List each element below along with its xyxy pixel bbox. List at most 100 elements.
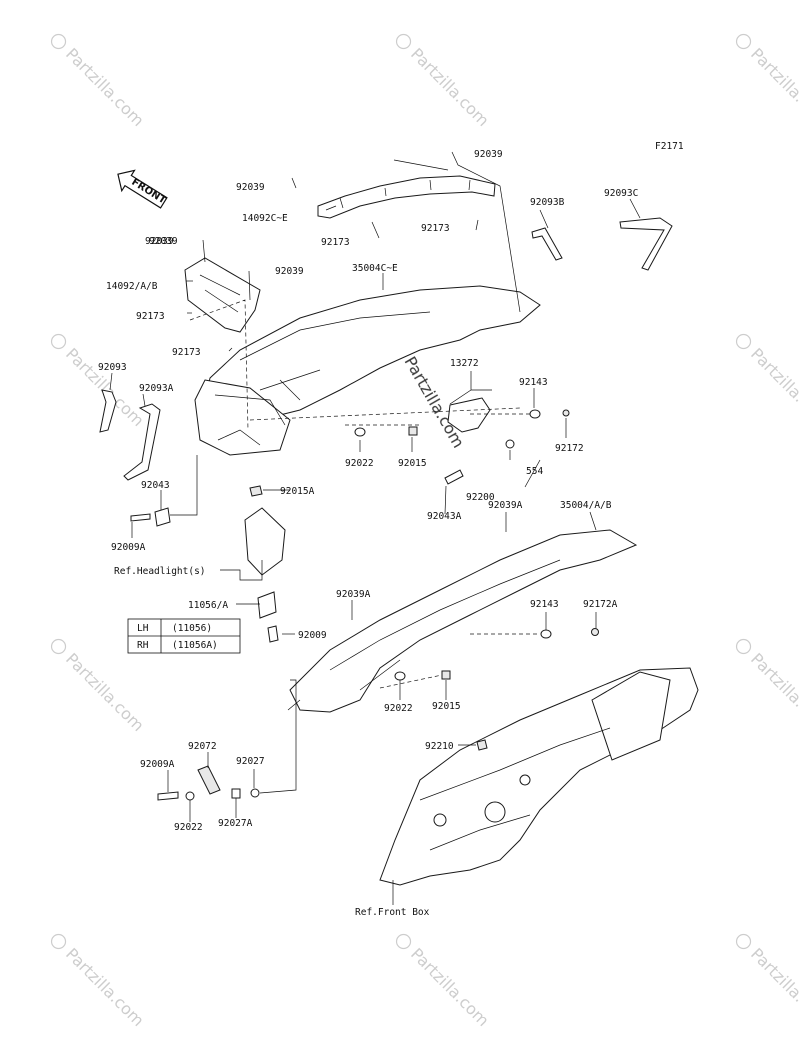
panel-14092	[184, 257, 261, 333]
svg-text:Partzilla.com: Partzilla.com	[747, 649, 800, 735]
callout: 92022	[345, 458, 374, 469]
trim-92093b	[531, 227, 563, 261]
washer-92027	[250, 788, 260, 798]
callout: 92015	[398, 458, 427, 469]
watermark: Partzilla.com	[50, 638, 148, 735]
svg-text:Partzilla.com: Partzilla.com	[62, 44, 148, 130]
callout: 92173	[172, 347, 201, 358]
callout: 92015A	[280, 486, 315, 497]
bolt-92043a	[444, 469, 464, 485]
callout: 92093	[98, 362, 127, 373]
callout: 92172	[555, 443, 584, 454]
cover-14092c	[317, 175, 496, 219]
callout: 92210	[425, 741, 454, 752]
callout: 92039	[145, 236, 174, 247]
washer-92143-b	[540, 629, 552, 639]
callout: 14092C~E	[242, 213, 288, 224]
callout: 92027	[236, 756, 265, 767]
grommet-92043	[154, 507, 171, 527]
callout: 92039	[149, 236, 178, 247]
callout: 92022	[384, 703, 413, 714]
diagram-id: F2171	[655, 141, 684, 152]
clip-92210	[476, 739, 488, 751]
table-side-rh: RH	[137, 640, 149, 651]
nut-92015-a	[408, 426, 418, 436]
assembly-line	[189, 299, 540, 689]
callout: 13272	[450, 358, 479, 369]
middle-cover-35004	[289, 529, 638, 713]
callout: 92200	[466, 492, 495, 503]
callout: 92143	[530, 599, 559, 610]
callout: 92015	[432, 701, 461, 712]
variant-table: LH (11056) RH (11056A)	[127, 618, 241, 654]
table-side-lh: LH	[137, 623, 149, 634]
watermark: Partzilla.com	[395, 33, 493, 130]
watermark: Partzilla.com	[50, 33, 148, 130]
nut-92172a	[591, 628, 599, 636]
washer-92022-a	[354, 427, 366, 437]
washer-92022-c	[185, 791, 195, 801]
pad-92072	[197, 765, 221, 795]
front-box	[379, 667, 699, 886]
callout: 92009	[298, 630, 327, 641]
nut-92015-b	[441, 670, 451, 680]
svg-text:Partzilla.com: Partzilla.com	[62, 944, 148, 1030]
watermark: Partzilla.com	[735, 638, 800, 735]
watermark: Partzilla.com	[735, 33, 800, 130]
callout: 92039A	[336, 589, 371, 600]
callout: Ref.Headlight(s)	[114, 566, 206, 577]
bracket-11056	[257, 591, 277, 619]
watermark: Partzilla.com	[395, 933, 493, 1030]
leader-lines	[109, 151, 641, 905]
svg-text:Partzilla.com: Partzilla.com	[407, 44, 493, 130]
bolt-92009	[267, 625, 279, 643]
svg-text:Partzilla.com: Partzilla.com	[747, 344, 800, 430]
washer-92022-b	[394, 671, 406, 681]
headlight-bracket	[244, 507, 286, 576]
trim-92093a	[123, 403, 161, 481]
svg-text:Partzilla.com: Partzilla.com	[407, 944, 493, 1030]
callout: 92043A	[427, 511, 462, 522]
bolt-92009a-b	[157, 791, 179, 801]
callout: 92039	[236, 182, 265, 193]
watermark: Partzilla.com	[735, 933, 800, 1030]
callout: 35004C~E	[352, 263, 398, 274]
trim-92093	[99, 389, 117, 433]
svg-text:Partzilla.com: Partzilla.com	[747, 44, 800, 130]
callout: 92173	[321, 237, 350, 248]
collar-92027a	[231, 788, 241, 799]
nut-92015a	[249, 485, 263, 497]
callout: 92027A	[218, 818, 253, 829]
callout: Ref.Front Box	[355, 907, 430, 918]
callout: 92093B	[530, 197, 565, 208]
watermark: Partzilla.com	[50, 933, 148, 1030]
washer-92143-a	[529, 409, 541, 419]
top-cover-35004c	[194, 285, 541, 456]
callout: 92022	[174, 822, 203, 833]
callout: 92009A	[111, 542, 146, 553]
callout: 554	[526, 466, 543, 477]
table-part-rh: (11056A)	[172, 640, 218, 651]
table-part-lh: (11056)	[172, 623, 212, 634]
callout: 92173	[421, 223, 450, 234]
bolt-92009a-a	[130, 513, 151, 522]
callout: 92039	[474, 149, 503, 160]
bracket-13272	[447, 397, 491, 433]
callout: 92039A	[488, 500, 523, 511]
callout: 92039	[275, 266, 304, 277]
callout: 92093C	[604, 188, 638, 199]
callout: 35004/A/B	[560, 500, 612, 511]
callout: 92009A	[140, 759, 175, 770]
callout: 92172A	[583, 599, 618, 610]
callout: 92173	[136, 311, 165, 322]
callout: 14092/A/B	[106, 281, 158, 292]
callout: 92093A	[139, 383, 174, 394]
washer-554	[505, 439, 515, 449]
nut-92172	[562, 409, 570, 417]
callout: 92072	[188, 741, 217, 752]
watermark: Partzilla.com	[735, 333, 800, 430]
watermark: Partzilla.com	[50, 333, 148, 430]
callout: 92043	[141, 480, 170, 491]
callout: 11056/A	[188, 600, 228, 611]
